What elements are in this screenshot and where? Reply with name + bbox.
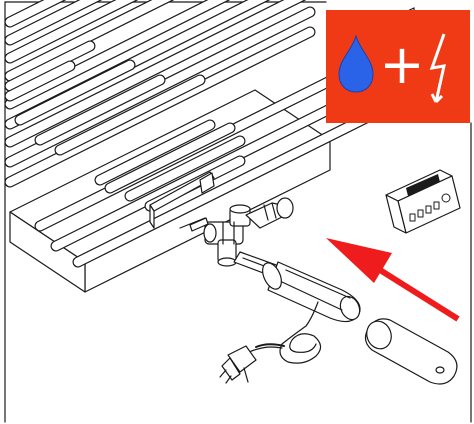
radiator-rail-fill [5,0,172,81]
plus-icon: + [379,33,424,96]
radiator-rail-short-fill [55,75,205,155]
element-cover-sleeve [364,318,458,385]
radiator-rail-short-fill [15,60,135,125]
radiator-rail-fill [5,7,315,167]
radiator-rail-fill [5,27,315,187]
electric-heating-element [233,251,361,323]
radiator-rail-short-fill [5,41,95,91]
water-drop-icon [338,34,374,93]
insertion-arrow [326,238,460,322]
radiator-collector [149,171,215,229]
radiator-rail-fill [51,91,361,251]
radiator-rail-fill [73,107,383,267]
radiator-rail-short-fill [35,75,165,145]
power-cord-with-plug [219,301,322,384]
radiator-rail-short-fill [105,123,235,193]
lightning-bolt-icon [429,33,446,104]
towel-radiator [4,0,384,268]
radiator-rail-fill [5,0,100,45]
radiator-valve-fitting [179,197,294,267]
radiator-rail-fill [5,0,228,109]
radiator-rail-short-fill [125,136,245,201]
water-plus-electric-badge: + [326,10,470,123]
radiator-rail-fill [5,0,136,63]
radiator-rail-fill [5,0,304,147]
radiator-rail-fill [5,0,64,27]
radiator-rail-short-fill [95,120,215,185]
radiator-rail-short-fill [5,61,75,101]
